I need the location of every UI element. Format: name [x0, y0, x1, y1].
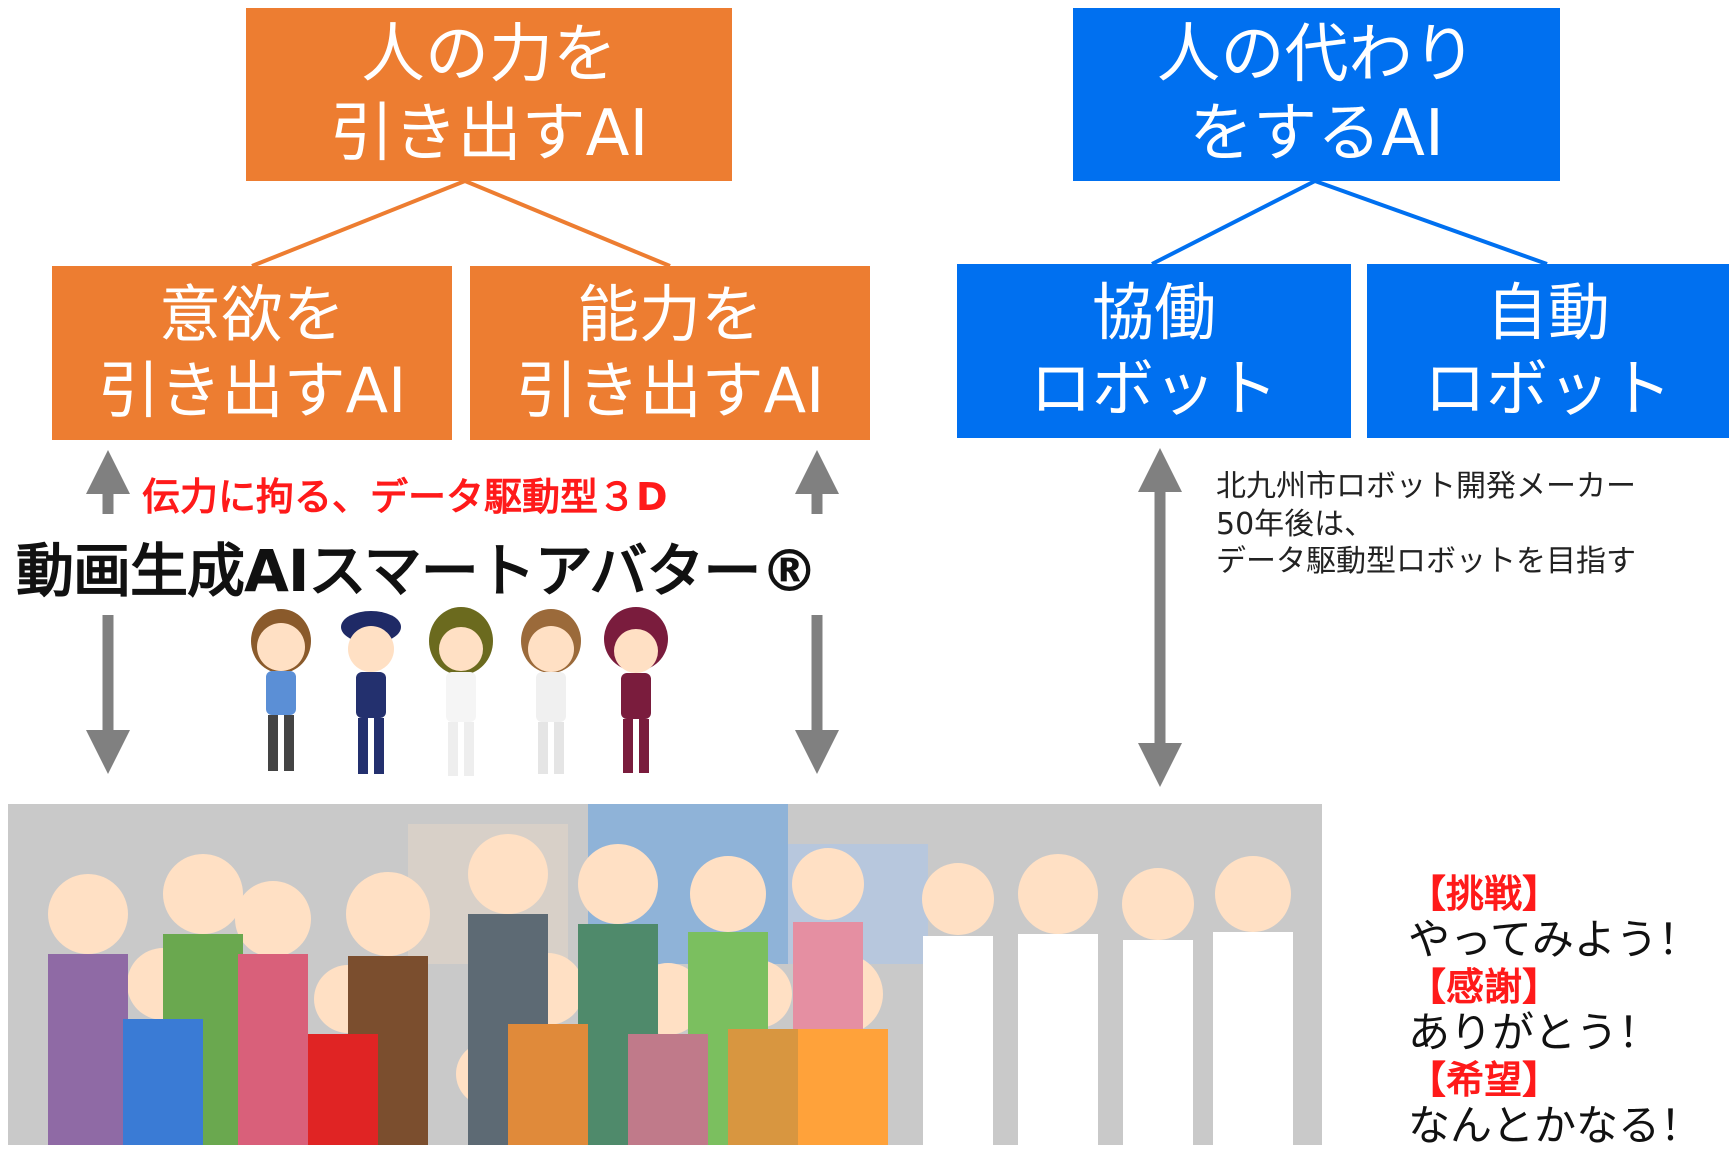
top-left-box-line1: 人の力を: [361, 18, 617, 93]
robot-note-line2: 50年後は、: [1216, 506, 1375, 542]
motivation-line2: 引き出すAI: [97, 354, 407, 427]
connector-blue-right: [1314, 179, 1548, 266]
top-right-box-line2: をするAI: [1189, 96, 1444, 171]
people-crowd-icon: [48, 804, 1293, 1145]
collab-robot-box: 協働 ロボット: [957, 264, 1351, 438]
red-caption: 伝力に拘る、データ駆動型３D: [142, 475, 668, 519]
auto-robot-box: 自動 ロボット: [1367, 264, 1729, 438]
community-people-illustration: [8, 804, 1322, 1145]
message-tag-thanks: 【感謝】: [1408, 964, 1561, 1009]
motivation-line1: 意欲を: [158, 278, 345, 352]
message-text-hope: なんとかなる！: [1408, 1100, 1703, 1150]
ability-line2: 引き出すAI: [515, 354, 825, 427]
message-text-thanks: ありがとう！: [1408, 1007, 1661, 1057]
connector-orange-left: [251, 179, 466, 268]
motivation-ai-box: 意欲を 引き出すAI: [52, 266, 452, 440]
robot-note-line1: 北九州市ロボット開発メーカー: [1216, 469, 1636, 504]
top-right-box-line1: 人の代わり: [1156, 18, 1477, 93]
connector-blue-left: [1151, 179, 1316, 266]
top-right-box: 人の代わり をするAI: [1073, 8, 1560, 181]
top-left-box-line2: 引き出すAI: [329, 96, 649, 171]
ability-line1: 能力を: [576, 278, 763, 352]
robot-note-line3: データ駆動型ロボットを目指す: [1216, 544, 1636, 579]
message-text-challenge: やってみよう！: [1408, 915, 1700, 965]
collab-robot-line1: 協働: [1091, 276, 1216, 350]
ability-ai-box: 能力を 引き出すAI: [470, 266, 870, 440]
auto-robot-line2: ロボット: [1423, 352, 1672, 425]
robot-note: 北九州市ロボット開発メーカー 50年後は、 データ駆動型ロボットを目指す: [1216, 468, 1636, 581]
message-tag-challenge: 【挑戦】: [1408, 872, 1561, 916]
connector-orange-right: [464, 179, 671, 268]
message-tag-hope: 【希望】: [1408, 1057, 1561, 1102]
avatar-characters-illustration: [251, 607, 668, 776]
collab-robot-line2: ロボット: [1029, 352, 1278, 425]
top-left-box: 人の力を 引き出すAI: [246, 8, 732, 181]
main-title: 動画生成AIスマートアバター®: [16, 537, 818, 605]
messages-block: 【挑戦】 やってみよう！ 【感謝】 ありがとう！ 【希望】 なんとかなる！: [1408, 872, 1702, 1150]
auto-robot-line1: 自動: [1485, 276, 1610, 350]
